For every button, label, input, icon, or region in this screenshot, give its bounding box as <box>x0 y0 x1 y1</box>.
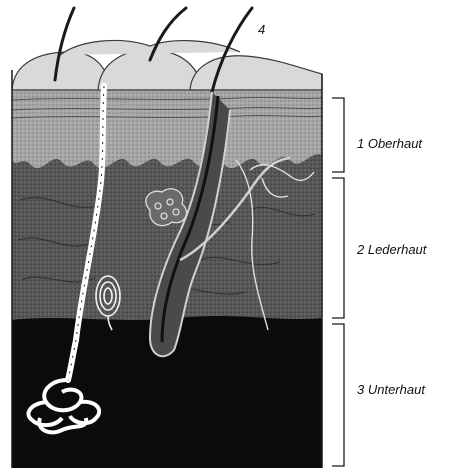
dermis-label: 2 Lederhaut <box>357 242 426 257</box>
bracket-hypodermis <box>332 324 344 466</box>
layer-brackets <box>332 98 344 466</box>
bracket-epidermis <box>332 98 344 172</box>
epidermis-label: 1 Oberhaut <box>357 136 422 151</box>
sebaceous-gland <box>146 189 187 226</box>
hypodermis-label: 3 Unterhaut <box>357 382 425 397</box>
hair-label: 4 <box>258 22 265 37</box>
bracket-dermis <box>332 178 344 318</box>
